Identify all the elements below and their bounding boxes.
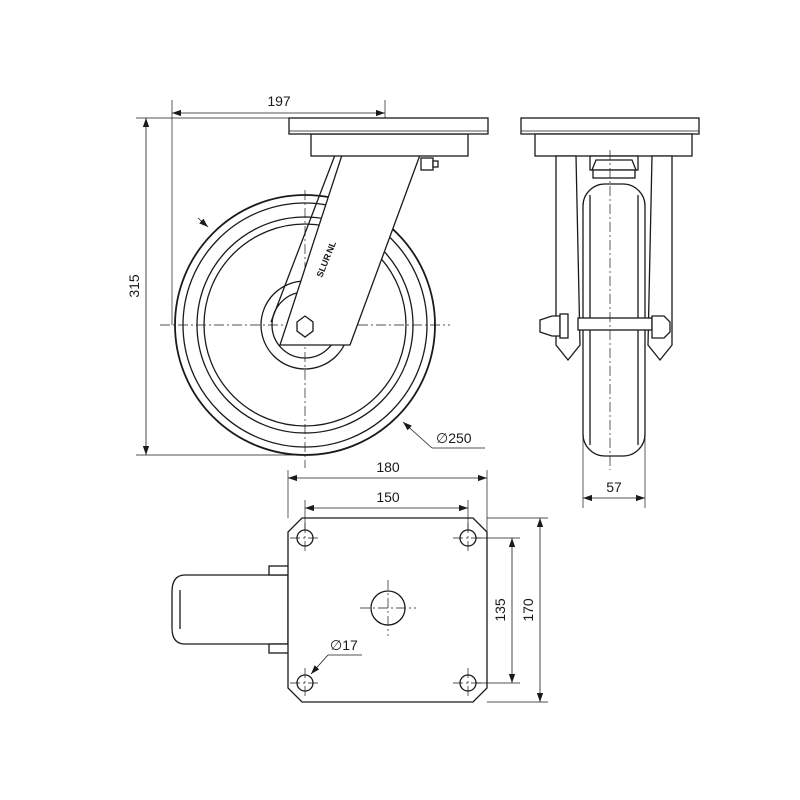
top-view bbox=[171, 517, 488, 703]
dim-57: 57 bbox=[582, 430, 646, 508]
front-view: SLUR NL bbox=[160, 117, 489, 468]
dim-150: 150 bbox=[304, 489, 469, 530]
dim-57-label: 57 bbox=[606, 479, 622, 495]
dim-170: 170 bbox=[487, 517, 548, 703]
side-view bbox=[520, 117, 700, 470]
swivel-head bbox=[288, 117, 489, 157]
dim-150-label: 150 bbox=[376, 489, 400, 505]
dim-135-label: 135 bbox=[492, 598, 508, 622]
dim-17-label: ∅17 bbox=[330, 637, 358, 653]
fork-leg bbox=[270, 154, 421, 346]
dim-135: 135 bbox=[476, 537, 520, 684]
mounting-plate bbox=[287, 517, 488, 703]
dim-170-label: 170 bbox=[520, 598, 536, 622]
dim-197-label: 197 bbox=[267, 93, 291, 109]
dim-197: 197 bbox=[171, 93, 386, 325]
grease-nipple bbox=[420, 157, 439, 171]
dim-180: 180 bbox=[287, 459, 488, 532]
dim-diameter-17: ∅17 bbox=[310, 637, 362, 675]
svg-text:NL: NL bbox=[324, 239, 338, 254]
dim-180-label: 180 bbox=[376, 459, 400, 475]
dim-315-label: 315 bbox=[126, 274, 142, 298]
dim-250-label: ∅250 bbox=[436, 430, 472, 446]
dim-315: 315 bbox=[126, 117, 305, 456]
dim-diameter-250: ∅250 bbox=[402, 421, 485, 449]
axle-nut bbox=[296, 315, 314, 338]
